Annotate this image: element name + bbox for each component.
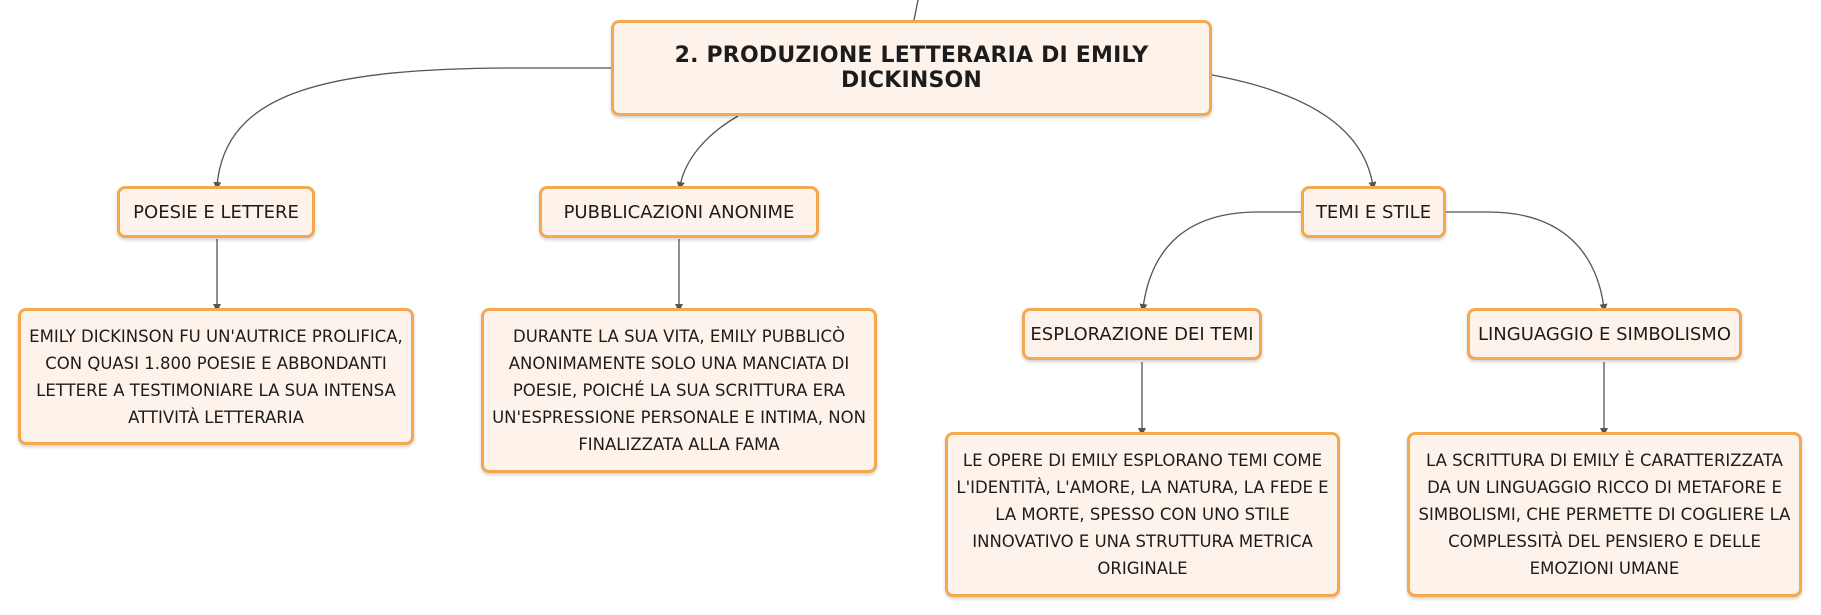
connector-root-to-pubblicazioni <box>676 115 739 190</box>
topic-node-esplorazione-dei-temi[interactable]: ESPLORAZIONE DEI TEMI <box>1022 308 1262 360</box>
connector-temi-to-esplorazione <box>1139 211 1303 312</box>
topic-node-label: ESPLORAZIONE DEI TEMI <box>1030 323 1254 345</box>
detail-node-poesie-e-lettere[interactable]: EMILY DICKINSON FU UN'AUTRICE PROLIFICA,… <box>18 308 414 445</box>
detail-node-text: LE OPERE DI EMILY ESPLORANO TEMI COME L'… <box>956 451 1329 578</box>
topic-node-label: PUBBLICAZIONI ANONIME <box>563 201 795 223</box>
connector-root-to-temi <box>1211 74 1377 190</box>
topic-node-temi-e-stile[interactable]: TEMI E STILE <box>1301 186 1446 238</box>
topic-node-pubblicazioni-anonime[interactable]: PUBBLICAZIONI ANONIME <box>539 186 819 238</box>
connector-root-to-poesie <box>213 67 611 190</box>
topic-node-linguaggio-e-simbolismo[interactable]: LINGUAGGIO E SIMBOLISMO <box>1467 308 1742 360</box>
detail-node-esplorazione-dei-temi[interactable]: LE OPERE DI EMILY ESPLORANO TEMI COME L'… <box>945 432 1340 597</box>
topic-node-poesie-e-lettere[interactable]: POESIE E LETTERE <box>117 186 315 238</box>
topic-node-label: TEMI E STILE <box>1315 201 1432 223</box>
root-node-label: 2. PRODUZIONE LETTERARIA DI EMILY DICKIN… <box>674 43 1149 93</box>
detail-node-pubblicazioni-anonime[interactable]: DURANTE LA SUA VITA, EMILY PUBBLICÒ ANON… <box>481 308 877 473</box>
topic-node-label: POESIE E LETTERE <box>133 201 299 223</box>
connector-parent-to-root <box>913 0 919 21</box>
connector-temi-to-linguaggio <box>1444 211 1608 312</box>
topic-node-label: LINGUAGGIO E SIMBOLISMO <box>1477 323 1732 345</box>
root-node[interactable]: 2. PRODUZIONE LETTERARIA DI EMILY DICKIN… <box>611 20 1212 116</box>
detail-node-text: DURANTE LA SUA VITA, EMILY PUBBLICÒ ANON… <box>492 327 866 454</box>
detail-node-linguaggio-e-simbolismo[interactable]: LA SCRITTURA DI EMILY È CARATTERIZZATA D… <box>1407 432 1802 597</box>
detail-node-text: EMILY DICKINSON FU UN'AUTRICE PROLIFICA,… <box>29 326 403 427</box>
detail-node-text: LA SCRITTURA DI EMILY È CARATTERIZZATA D… <box>1418 451 1791 578</box>
